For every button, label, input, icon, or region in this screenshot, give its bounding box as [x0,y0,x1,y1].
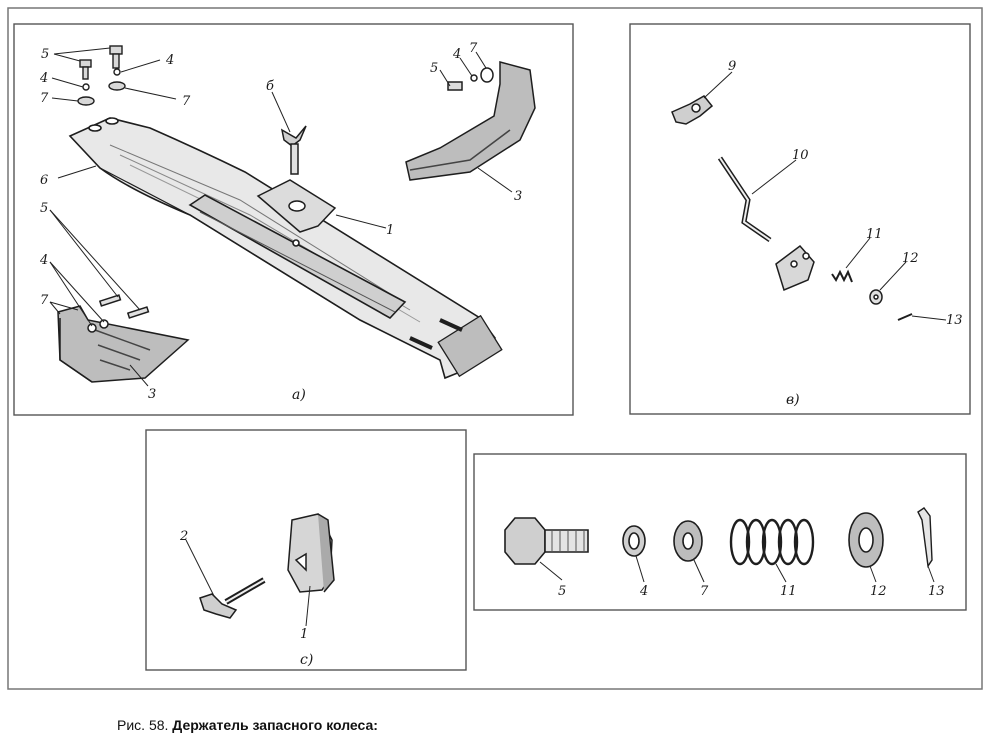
label-d-7: 7 [700,584,709,599]
panel-v-tag: в) [786,392,800,408]
panel-c-parts [199,513,335,619]
label-v-12: 12 [902,251,919,266]
label-v-10: 10 [792,148,809,163]
right-bracket-drawing [405,61,536,181]
label-a-4-right: 4 [452,47,461,62]
label-a-3-right: 3 [514,189,522,204]
wing-bolt-drawing [280,125,307,175]
caption-title: Держатель запасного колеса: [172,717,378,733]
panel-d-labels: 5 4 7 11 12 13 [558,584,945,599]
label-d-13: 13 [928,584,945,599]
label-a-7-right: 7 [469,41,478,56]
label-a-delta: б [266,79,274,94]
panel-d-leaders [539,555,935,583]
panel-a-tag: а) [292,387,306,403]
panel-c: 2 1 с) [145,429,467,671]
label-d-5: 5 [558,584,566,599]
panel-v-leaders [703,71,947,321]
holder-bar-drawing [68,117,503,380]
panel-a-labels: 5 4 4 7 7 б 6 1 5 4 7 3 5 4 7 3 а) [39,41,522,403]
label-v-9: 9 [728,59,736,74]
panel-a: 5 4 4 7 7 б 6 1 5 4 7 3 5 4 7 3 а) [13,23,574,416]
panel-v-labels: 9 10 11 12 13 в) [728,59,963,408]
caption-prefix: Рис. 58. [117,717,169,733]
label-a-3-left: 3 [148,387,156,402]
panel-d: 5 4 7 11 12 13 [473,453,967,611]
label-a-7-left: 7 [40,293,49,308]
panel-d-parts [504,507,933,568]
panel-a-leaders [49,47,513,387]
label-a-4-top-right: 4 [165,53,174,68]
label-a-5-left: 5 [40,201,48,216]
panel-c-labels: 2 1 с) [179,529,313,668]
panel-c-leaders [185,539,311,627]
panel-v-frame [629,23,971,415]
label-v-11: 11 [866,227,883,242]
label-a-4-top-left: 4 [39,71,48,86]
label-a-4-left: 4 [39,253,48,268]
panel-d-frame [473,453,967,611]
label-a-1: 1 [386,223,394,238]
panel-c-tag: с) [300,652,313,668]
panel-v-parts [671,95,913,321]
left-bracket-drawing [57,294,190,383]
label-a-7-top-right: 7 [182,94,191,109]
label-d-12: 12 [870,584,887,599]
label-d-4: 4 [639,584,648,599]
top-fasteners-drawing [77,45,126,106]
label-a-6: 6 [40,173,48,188]
label-c-2: 2 [179,529,188,544]
label-v-13: 13 [946,313,963,328]
clamp-plate-drawing [256,179,337,233]
panel-a-frame [13,23,574,416]
label-a-7-top-left: 7 [40,91,49,106]
label-c-1: 1 [300,627,308,642]
panel-c-frame [145,429,467,671]
label-a-5-right: 5 [430,61,438,76]
label-a-5-top: 5 [41,47,49,62]
label-d-11: 11 [780,584,797,599]
outer-frame [7,7,983,690]
panel-v: 9 10 11 12 13 в) [629,23,971,415]
figure-caption: Рис. 58. Держатель запасного колеса: [117,717,378,733]
